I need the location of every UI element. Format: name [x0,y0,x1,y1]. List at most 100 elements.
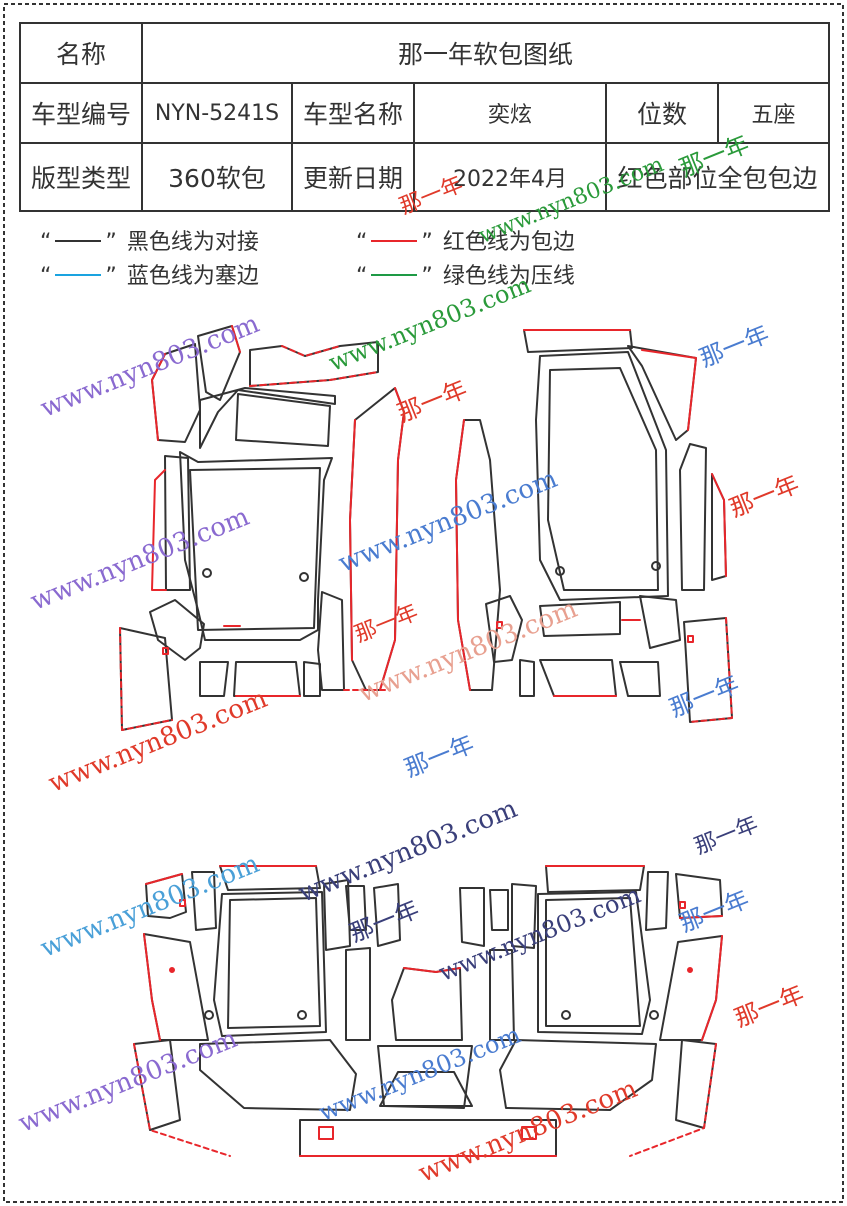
clip-mark [679,901,686,909]
pattern-piece [627,345,697,441]
name-label: 名称 [19,22,143,84]
pattern-piece [679,443,707,591]
black-line-swatch [55,240,102,242]
pattern-piece [323,879,351,951]
pattern-piece [539,659,617,697]
red-edge [455,419,471,691]
pattern-piece [645,871,669,931]
pattern-piece [373,883,401,947]
clip-hole [202,568,212,578]
pattern-piece [191,871,217,931]
pattern-piece [119,627,173,731]
legend-red-label: 红色线为包边 [442,230,575,255]
pattern-piece [345,885,367,931]
type-value: 360软包 [141,142,293,212]
pattern-piece [199,1039,357,1111]
red-edge [641,349,697,431]
legend-black-label: 黑色线为对接 [126,230,259,255]
pattern-piece [235,393,331,447]
clip-hole [169,967,175,973]
red-edge [403,967,461,973]
quote-close: ” [105,264,117,289]
pattern-piece [149,599,205,661]
pattern-piece [523,329,633,353]
red-edge [711,473,727,577]
red-edge [133,1043,231,1157]
pattern-piece [511,883,537,949]
pattern-piece [213,891,327,1037]
seats-value: 五座 [716,82,831,144]
pattern-piece [547,367,659,591]
pattern-piece [379,1071,473,1107]
clip-mark [687,635,694,643]
pattern-piece [164,455,191,591]
clip-hole [297,1010,307,1020]
legend-green-label: 绿色线为压线 [442,264,575,289]
red-edge [281,345,341,357]
blue-line-swatch [55,274,102,276]
model-name-value: 奕炫 [413,82,607,144]
quote-close: ” [421,230,433,255]
pattern-piece [199,661,229,697]
red-edge [151,469,167,591]
clip-hole [204,1010,214,1020]
model-no-value: NYN-5241S [141,82,293,144]
red-edge [379,387,405,691]
pattern-piece [537,891,651,1035]
pattern-piece [377,1045,473,1109]
legend-blue-label: 蓝色线为塞边 [126,264,259,289]
clip-mark [318,1126,334,1140]
pattern-piece [189,467,321,631]
type-label: 版型类型 [19,142,143,212]
clip-mark [496,621,503,629]
clip-hole [555,566,565,576]
pattern-piece [535,351,669,601]
clip-hole [687,967,693,973]
pattern-piece [489,949,515,1041]
clip-hole [651,561,661,571]
info-table: 名称 那一年软包图纸 车型编号 NYN-5241S 车型名称 奕炫 位数 五座 … [19,22,831,212]
update-label: 更新日期 [291,142,415,212]
pattern-piece [303,661,321,697]
legend-red: “ ” 红色线为包边 [356,228,575,258]
legend-black: “”黑色线为对接 [40,228,259,258]
red-edge [701,935,723,1041]
red-edge [231,325,241,353]
red-edge [349,419,356,661]
clip-hole [299,572,309,582]
legend-blue: “ ” 蓝色线为塞边 [40,262,259,292]
pattern-piece [317,591,345,691]
pattern-piece [519,659,535,697]
pattern-piece [489,889,509,931]
clip-mark [521,1126,537,1140]
pattern-piece [227,897,321,1029]
red-edge [151,353,166,441]
quote-close: ” [105,230,117,255]
pattern-piece [659,935,723,1041]
clip-mark [162,647,169,655]
quote-open: “ [40,264,52,289]
pattern-piece [143,933,209,1041]
legend-green: “”绿色线为压线 [356,262,575,292]
pattern-piece [619,661,661,697]
red-edge [145,873,183,885]
note-value: 红色部位全包包边 [604,142,831,212]
pattern-piece [545,897,641,1027]
pattern-piece [459,887,485,947]
red-edge [249,371,379,387]
pattern-piece [539,601,621,637]
pattern-piece [639,595,681,649]
model-no-label: 车型编号 [19,82,143,144]
quote-open: “ [356,230,368,255]
red-edge [679,915,723,919]
red-edge [629,1043,717,1157]
update-value: 2022年4月 [413,142,607,212]
green-line-swatch [371,274,418,276]
quote-open: “ [356,264,368,289]
red-edge [689,617,733,723]
red-edge [143,933,161,1041]
pattern-piece [199,387,336,449]
pattern-piece [179,451,333,641]
